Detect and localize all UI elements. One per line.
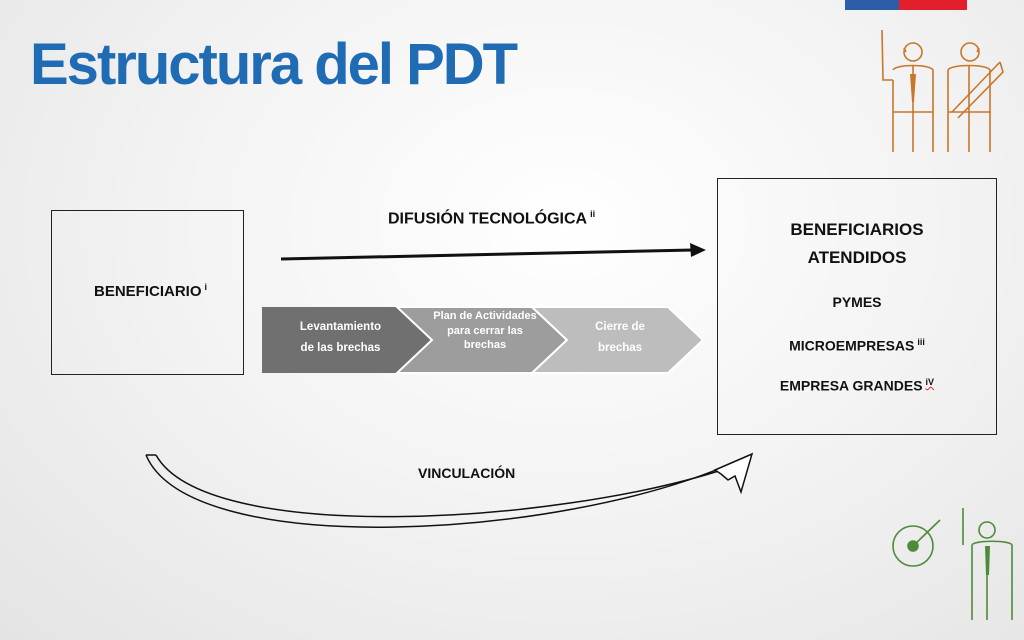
step-cierre-shape (529, 306, 705, 374)
flag-red-stripe (899, 0, 967, 10)
flag-blue-stripe (845, 0, 899, 10)
item-empresa-grandes-sup: iV (925, 377, 935, 387)
item-microempresas-sup: iii (917, 337, 925, 347)
people-icon (881, 29, 1004, 152)
step-plan: Plan de Actividades para cerrar las brec… (433, 310, 537, 351)
beneficiario-text: BENEFICIARIO (94, 283, 202, 300)
vinculacion-arrow (145, 452, 754, 528)
step-cierre: Cierre de brechas (570, 320, 670, 356)
item-microempresas-text: MICROEMPRESAS (789, 337, 915, 354)
difusion-arrow (280, 243, 706, 261)
beneficiario-sup: i (204, 282, 208, 292)
item-empresa-grandes-text: EMPRESA GRANDES (779, 377, 923, 394)
step-levantamiento-shape (262, 307, 432, 373)
step-cierre-line1: Cierre de (595, 321, 645, 333)
item-pymes-text: PYMES (832, 294, 882, 310)
beneficiario-box (51, 210, 244, 375)
vinculacion-label: VINCULACIÓN (418, 465, 516, 481)
atendidos-heading-2: ATENDIDOS (807, 248, 907, 267)
step-levantamiento: Levantamiento de las brechas (283, 320, 398, 356)
difusion-text: DIFUSIÓN TECNOLÓGICA (388, 210, 588, 228)
beneficiarios-atendidos-box (717, 178, 997, 435)
atendidos-heading-1: BENEFICIARIOS (790, 220, 924, 239)
chile-flag-bar (845, 0, 967, 10)
slide-title: Estructura del PDT (30, 32, 518, 97)
item-pymes: PYMES (717, 294, 997, 310)
gear-person-icon (892, 508, 1013, 620)
step-levantamiento-line1: Levantamiento (299, 321, 382, 333)
step-cierre-line2: brechas (597, 342, 643, 354)
step-levantamiento-line2: de las brechas (300, 342, 381, 354)
difusion-sup: ii (590, 209, 596, 219)
